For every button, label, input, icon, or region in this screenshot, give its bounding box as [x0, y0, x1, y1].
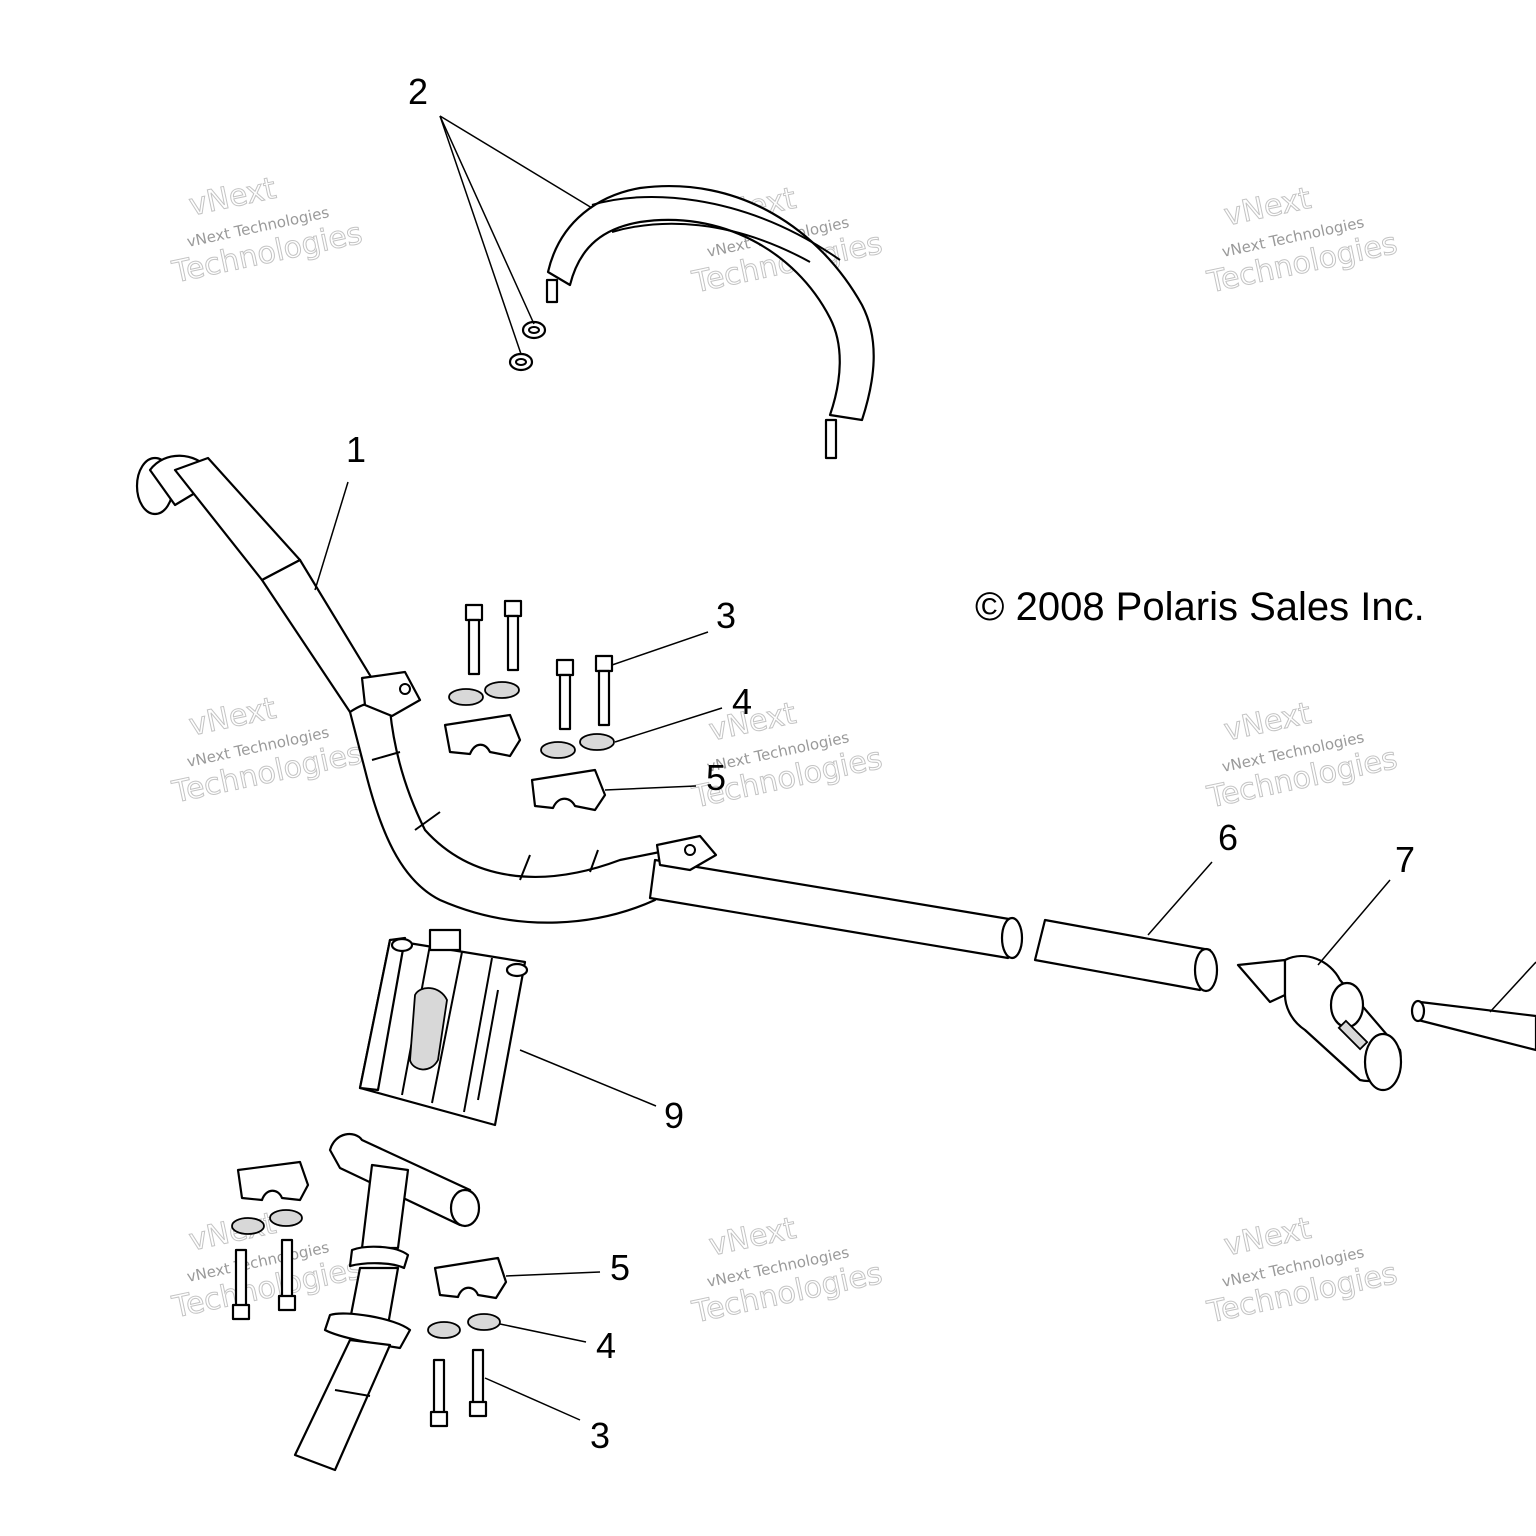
callout-1: 1	[314, 429, 366, 591]
watermark-bottom-left: vNext vNext Technologies Technologies	[168, 1205, 366, 1326]
svg-text:9: 9	[664, 1095, 684, 1136]
steering-post-part	[293, 1132, 481, 1472]
lower-bolts-right-part	[429, 1348, 488, 1428]
right-rod-part	[1410, 961, 1536, 1052]
callout-9: 9	[519, 1049, 684, 1136]
sleeve-tube-part	[1033, 918, 1219, 993]
watermark-bottom-center: vNext vNext Technologies Technologies	[688, 1210, 886, 1331]
callout-5-lower: 5	[505, 1247, 630, 1288]
watermark-mid-right: vNext vNext Technologies Technologies	[1203, 695, 1401, 816]
lower-washers-right-part	[427, 1313, 501, 1339]
callout-4-lower: 4	[499, 1323, 616, 1366]
copyright-notice: © 2008 Polaris Sales Inc.	[975, 585, 1425, 629]
svg-text:6: 6	[1218, 817, 1238, 858]
svg-text:7: 7	[1395, 839, 1415, 880]
lower-clamp-right-part	[433, 1256, 508, 1300]
callout-3-lower: 3	[484, 1377, 610, 1456]
svg-text:3: 3	[716, 595, 736, 636]
svg-text:5: 5	[610, 1247, 630, 1288]
callout-7: 7	[1317, 839, 1415, 966]
callout-4-upper: 4	[614, 681, 752, 743]
watermark-top-right: vNext vNext Technologies Technologies	[1203, 180, 1401, 301]
watermark-bottom-right: vNext vNext Technologies Technologies	[1203, 1210, 1401, 1331]
lower-clamps-left-part	[236, 1160, 310, 1202]
upper-clamps-part	[443, 713, 607, 812]
svg-text:5: 5	[706, 757, 726, 798]
svg-text:4: 4	[732, 681, 752, 722]
svg-text:1: 1	[346, 429, 366, 470]
callout-3-upper: 3	[611, 595, 736, 666]
watermark-top-left: vNext vNext Technologies Technologies	[168, 170, 366, 291]
lower-washers-left-part	[231, 1209, 303, 1235]
upper-bolts-part	[464, 599, 614, 731]
grab-handle-part	[508, 185, 875, 460]
handlebar-part	[135, 454, 1024, 960]
callout-2: 2	[408, 71, 593, 355]
right-end-part	[1236, 955, 1403, 1092]
svg-text:2: 2	[408, 71, 428, 112]
callout-6: 6	[1147, 817, 1238, 936]
watermark-mid-left: vNext vNext Technologies Technologies	[168, 690, 366, 811]
callout-5-upper: 5	[604, 757, 726, 798]
upper-washers-part	[448, 681, 615, 759]
riser-bracket-part	[358, 928, 529, 1127]
svg-text:3: 3	[590, 1415, 610, 1456]
lower-bolts-left-part	[231, 1238, 297, 1321]
svg-text:4: 4	[596, 1325, 616, 1366]
